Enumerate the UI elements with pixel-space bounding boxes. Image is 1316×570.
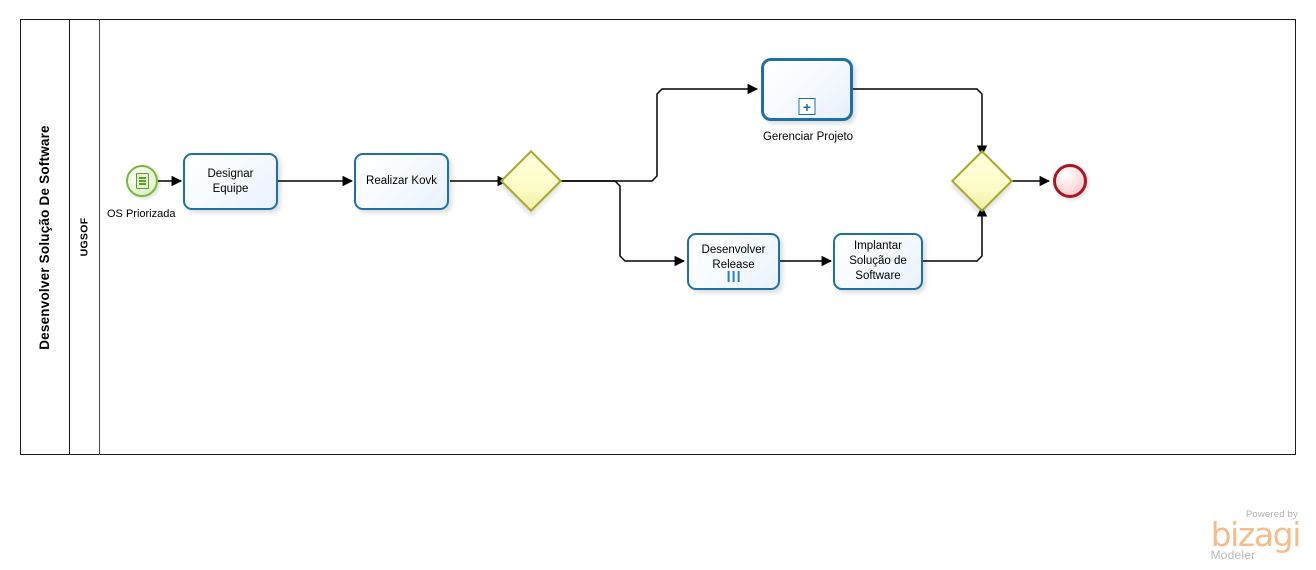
task-implantar-line3: Software — [855, 269, 901, 282]
task-desenvolver-release-line1: Desenvolver — [701, 244, 766, 257]
powered-by-label: Powered by — [1245, 508, 1298, 520]
task-designar-equipe[interactable]: Designar Equipe — [183, 153, 278, 210]
document-lines-icon — [135, 173, 149, 189]
collapsed-subprocess-plus-icon: + — [798, 98, 816, 115]
pool-header[interactable]: Desenvolver Solução De Software — [20, 19, 70, 455]
task-desenvolver-release-line2: Release — [712, 259, 755, 271]
multi-instance-parallel-icon — [727, 271, 740, 282]
task-realizar-kovk-line1: Realizar Kovk — [366, 175, 437, 188]
task-designar-equipe-line2: Equipe — [212, 182, 249, 195]
task-desenvolver-release[interactable]: Desenvolver Release — [687, 233, 780, 290]
task-designar-equipe-line1: Designar — [207, 167, 254, 180]
task-implantar-line1: Implantar — [854, 240, 902, 253]
task-realizar-kovk[interactable]: Realizar Kovk — [354, 153, 449, 210]
lane-header[interactable]: UGSOF — [70, 19, 100, 455]
bizagi-product-label: Modeler — [1210, 548, 1256, 562]
subprocess-gerenciar-projeto[interactable]: + — [761, 58, 853, 121]
task-implantar-solucao-de-software[interactable]: Implantar Solução de Software — [833, 233, 923, 290]
pool-title: Desenvolver Solução De Software — [37, 124, 52, 350]
subprocess-gerenciar-projeto-caption: Gerenciar Projeto — [762, 131, 854, 143]
bizagi-branding: Powered by bizagi Modeler — [1210, 508, 1302, 562]
start-event[interactable] — [126, 165, 158, 197]
pool-frame — [20, 19, 1296, 455]
end-event[interactable] — [1053, 164, 1087, 198]
lane-title: UGSOF — [78, 217, 91, 257]
task-implantar-line2: Solução de — [849, 255, 907, 268]
bizagi-wordmark: bizagi — [1210, 514, 1302, 554]
start-event-caption: OS Priorizada — [107, 208, 176, 220]
